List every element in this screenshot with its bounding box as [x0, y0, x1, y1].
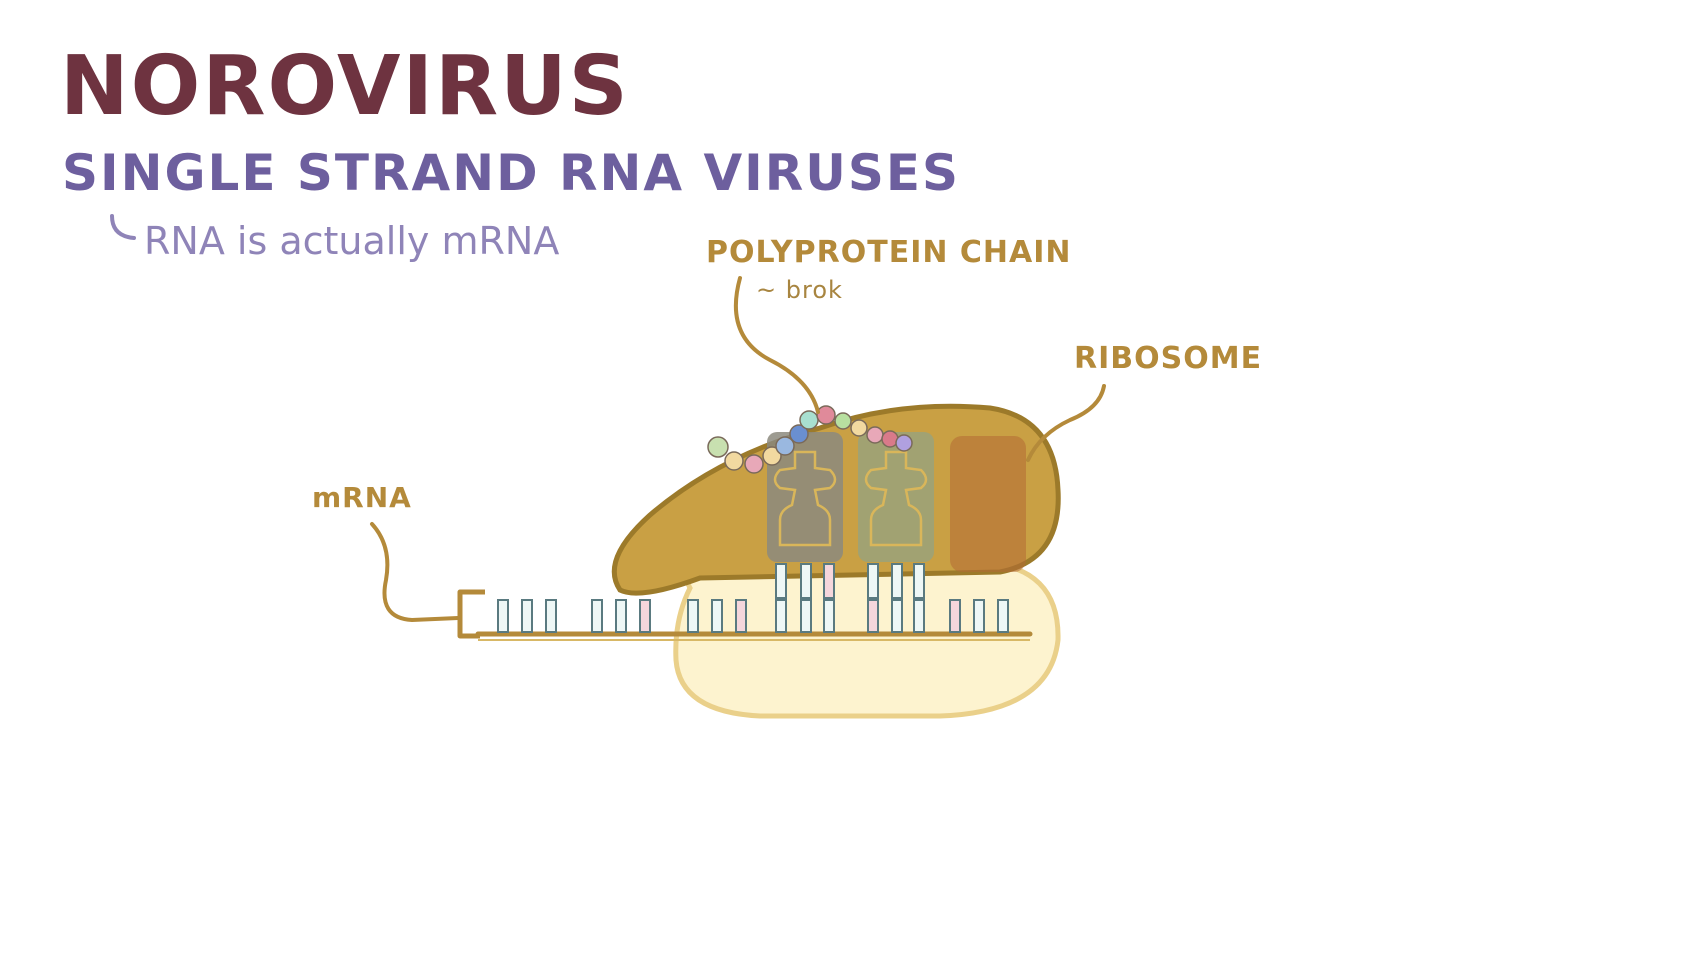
ribosome-small-subunit [673, 557, 1061, 719]
a-site [858, 432, 934, 562]
p-site [767, 432, 843, 562]
page-subtitle: SINGLE STRAND RNA VIRUSES [62, 144, 961, 202]
trna-a [864, 450, 928, 547]
trna-p [773, 450, 837, 547]
codons [497, 599, 1009, 633]
polyprotein-leader [733, 276, 820, 414]
ribosome-leader [1026, 384, 1106, 462]
anticodons [775, 563, 925, 599]
polyprotein-note-label: ~ brok [756, 276, 843, 304]
note-hook [110, 214, 136, 240]
polyprotein-chain-label: POLYPROTEIN CHAIN [706, 235, 1072, 270]
mrna-bracket [457, 589, 485, 639]
rna-note: RNA is actually mRNA [144, 219, 560, 263]
polyprotein-chain [707, 405, 913, 474]
mrna-leader [370, 522, 460, 623]
ribosome-label: RIBOSOME [1074, 341, 1263, 376]
e-site [950, 436, 1026, 572]
page-title: NOROVIRUS [60, 39, 630, 134]
mrna-label: mRNA [312, 481, 412, 514]
